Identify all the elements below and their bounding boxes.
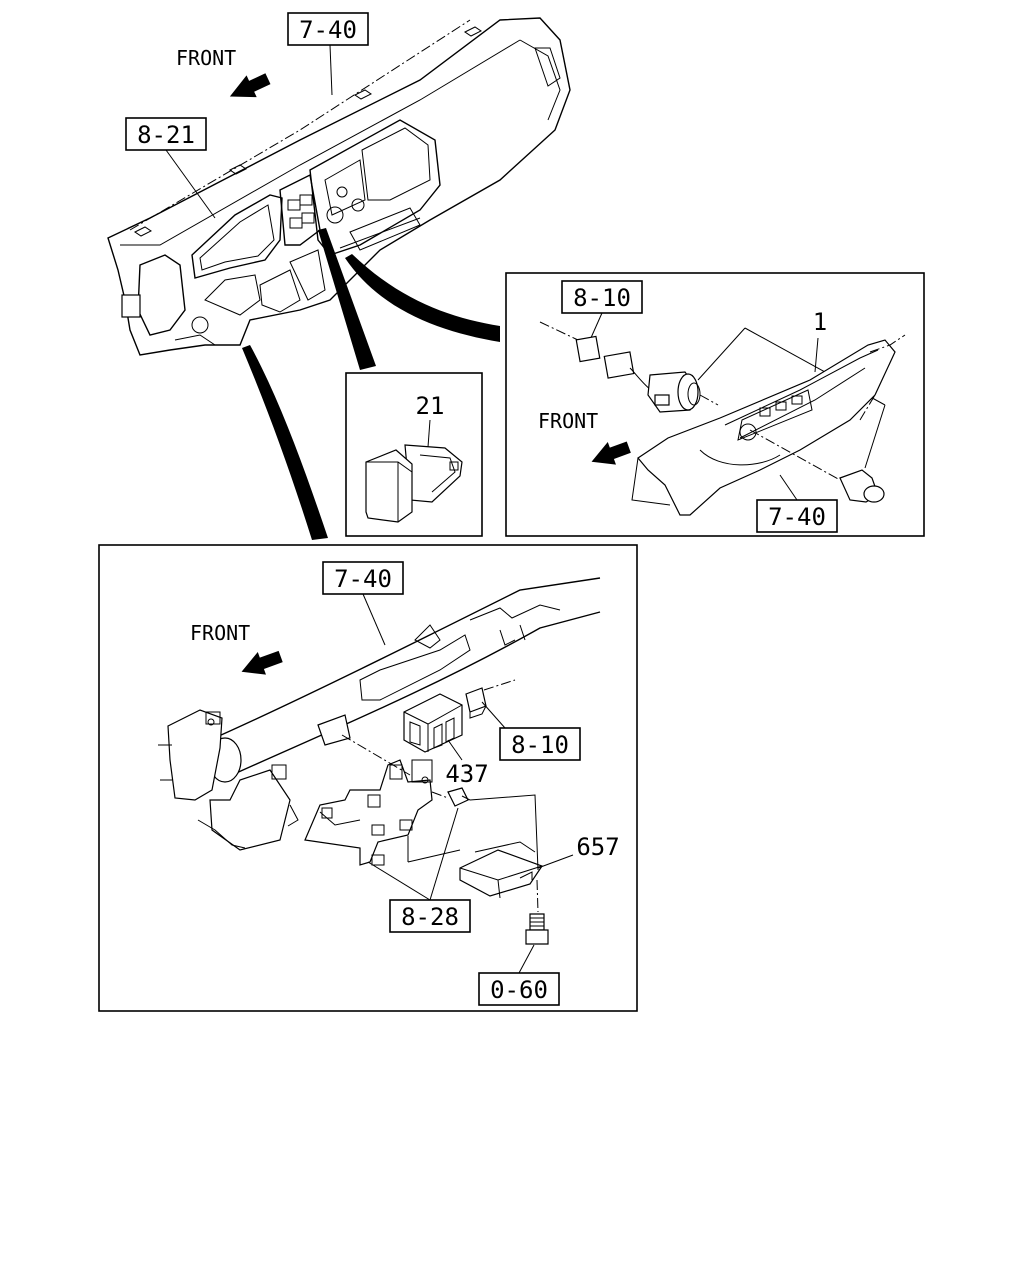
callout-wedge-bottom-panel xyxy=(242,345,328,540)
svg-text:7-40: 7-40 xyxy=(334,565,392,593)
dashboard-assembly xyxy=(107,17,571,356)
panel-bottom-bracket: 7-40 FRONT xyxy=(98,544,638,1012)
callout-wedge-switch xyxy=(318,228,376,370)
ref-box-bottom-8-10: 8-10 xyxy=(481,701,581,761)
svg-text:0-60: 0-60 xyxy=(490,976,548,1004)
panel-part-21: 21 xyxy=(345,372,483,537)
part-657-label: 657 xyxy=(576,833,619,861)
svg-text:8-28: 8-28 xyxy=(401,903,459,931)
part-21-label: 21 xyxy=(416,392,445,420)
front-arrow-top: FRONT xyxy=(176,46,271,98)
svg-text:8-10: 8-10 xyxy=(573,284,631,312)
ref-box-right-8-10: 8-10 xyxy=(561,280,643,341)
part-1-label: 1 xyxy=(813,308,827,336)
svg-text:7-40: 7-40 xyxy=(299,16,357,44)
ref-box-right-7-40: 7-40 xyxy=(756,474,838,533)
ref-box-top-7-40: 7-40 xyxy=(287,12,369,96)
ref-box-bottom-8-28: 8-28 xyxy=(367,807,471,933)
panel-right-console: 8-10 1 xyxy=(505,272,925,537)
ref-box-top-8-21: 8-21 xyxy=(125,117,216,219)
part-437-label: 437 xyxy=(445,760,488,788)
front-label-top: FRONT xyxy=(176,46,236,70)
ref-box-bottom-7-40: 7-40 xyxy=(322,561,404,646)
front-label-right: FRONT xyxy=(538,409,598,433)
svg-text:7-40: 7-40 xyxy=(768,503,826,531)
svg-text:8-21: 8-21 xyxy=(137,121,195,149)
callout-wedge-right-panel xyxy=(345,254,500,342)
front-label-bottom: FRONT xyxy=(190,621,250,645)
ref-box-bottom-0-60: 0-60 xyxy=(478,944,560,1006)
svg-text:8-10: 8-10 xyxy=(511,731,569,759)
